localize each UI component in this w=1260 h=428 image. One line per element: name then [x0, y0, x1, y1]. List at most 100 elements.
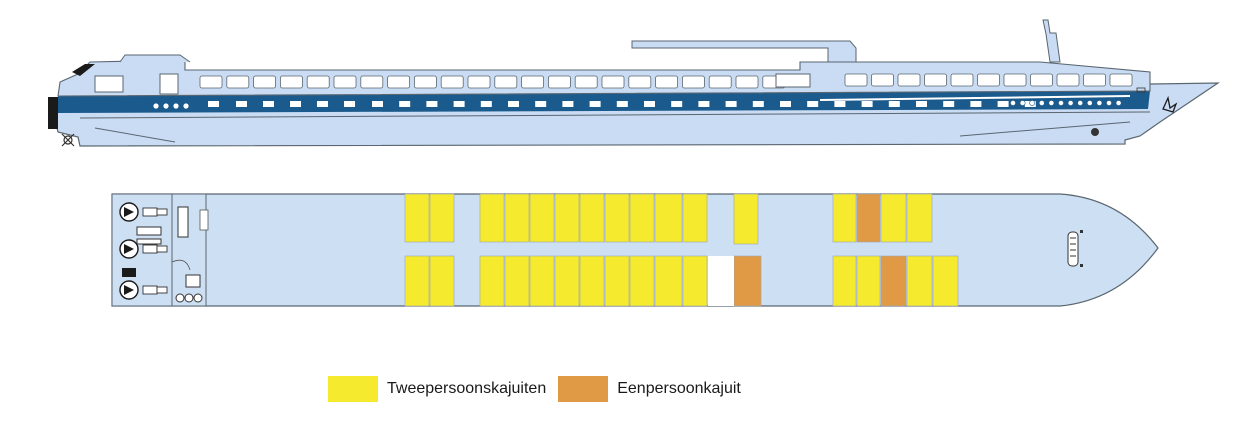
- cabin-double: [654, 255, 683, 307]
- stairs-icon: [177, 206, 189, 238]
- bow-porthole: [1029, 100, 1036, 106]
- bow-porthole: [1010, 100, 1016, 106]
- stern-block: [48, 97, 58, 129]
- upper-window: [226, 75, 250, 89]
- cabin-double: [682, 255, 708, 307]
- upper-window: [574, 75, 598, 89]
- upper-window: [628, 75, 652, 89]
- upper-window: [494, 75, 518, 89]
- engine-shaft: [142, 285, 158, 295]
- mast: [1042, 19, 1061, 63]
- bow-porthole: [1096, 100, 1103, 106]
- sun-deck-window: [775, 73, 811, 88]
- cabin-double: [604, 255, 630, 307]
- cabin-double: [629, 193, 655, 243]
- band-window: [317, 101, 328, 107]
- legend: Tweepersoonskajuiten Eenpersoonkajuit: [328, 376, 753, 402]
- engine-shaft: [142, 207, 158, 217]
- upper-window: [897, 73, 921, 87]
- upper-window: [950, 73, 974, 87]
- propeller-icon: [61, 133, 75, 147]
- band-window: [508, 101, 519, 107]
- band-window: [861, 101, 873, 107]
- door-swing: [171, 259, 191, 271]
- band-window: [916, 101, 927, 107]
- sun-deck-canopy: [631, 40, 857, 63]
- superstructure-top: [119, 54, 191, 63]
- cabin-single: [856, 193, 881, 243]
- engine-coupling: [156, 208, 168, 216]
- upper-window: [548, 75, 571, 89]
- band-window: [290, 101, 301, 107]
- legend-swatch-single: [558, 376, 609, 402]
- band-window: [780, 101, 791, 107]
- engine-coupling: [156, 286, 168, 294]
- cabin-double: [504, 193, 530, 243]
- cabin-double: [504, 255, 530, 307]
- aft-device: [136, 226, 162, 236]
- band-window: [263, 101, 274, 107]
- bow-porthole: [1038, 100, 1045, 106]
- bow-marker: [1136, 87, 1146, 93]
- aft-box: [185, 274, 201, 288]
- band-window: [344, 101, 355, 107]
- band-window: [208, 101, 219, 107]
- upper-window: [360, 75, 384, 89]
- deck-plan: [111, 193, 1159, 307]
- engine-shaft: [142, 244, 158, 254]
- stern-portholes: [153, 103, 189, 109]
- hull-line: [79, 111, 1151, 119]
- cabin-double: [604, 193, 630, 243]
- upper-window: [521, 75, 544, 89]
- engine-coupling: [156, 245, 168, 253]
- cabin-double: [479, 193, 505, 243]
- cabin-double: [404, 255, 430, 307]
- cabin-double: [429, 193, 455, 243]
- upper-window: [199, 75, 223, 89]
- band-window: [970, 101, 982, 107]
- bow-porthole: [1058, 100, 1064, 106]
- upper-window: [844, 73, 868, 87]
- cabins: [404, 193, 959, 307]
- band-window: [698, 101, 710, 107]
- bow-equipment: [1067, 230, 1083, 267]
- upper-window: [1030, 73, 1053, 87]
- cabin-double: [579, 255, 605, 307]
- bow-porthole: [1086, 100, 1093, 106]
- band-accent: [819, 95, 1131, 101]
- cabin-double: [429, 255, 455, 307]
- engine-arrow-icon: [124, 244, 134, 254]
- band-window: [834, 101, 846, 107]
- cabin-double: [906, 193, 933, 243]
- band-window: [535, 101, 547, 107]
- propeller-icon: [63, 135, 73, 145]
- band-window: [426, 101, 438, 107]
- engine-arrow-icon: [124, 207, 134, 217]
- upper-window: [253, 75, 277, 89]
- bow-porthole: [1115, 100, 1122, 106]
- upper-window: [601, 75, 625, 89]
- band-window: [236, 101, 247, 107]
- stern-door: [159, 73, 179, 95]
- cabin-double: [629, 255, 655, 307]
- band-window: [807, 101, 819, 107]
- aft-circles: [175, 293, 203, 303]
- band-windows: [208, 101, 1036, 107]
- band-window: [997, 101, 1009, 107]
- cabin-double: [554, 255, 580, 307]
- cabin-double: [579, 193, 605, 243]
- cabin-double: [832, 255, 857, 307]
- cabin-double: [832, 193, 857, 243]
- band-window: [453, 101, 465, 107]
- upper-window: [682, 75, 705, 89]
- upper-window: [871, 73, 894, 87]
- upper-window: [708, 75, 732, 89]
- stern-black-edge: [72, 64, 95, 76]
- legend-item-single: Eenpersoonkajuit: [558, 376, 741, 402]
- bow-portholes: [1010, 100, 1122, 106]
- upper-window: [924, 73, 947, 87]
- cabin-single: [733, 255, 762, 307]
- band-window: [888, 101, 900, 107]
- upper-windows: [199, 73, 1133, 89]
